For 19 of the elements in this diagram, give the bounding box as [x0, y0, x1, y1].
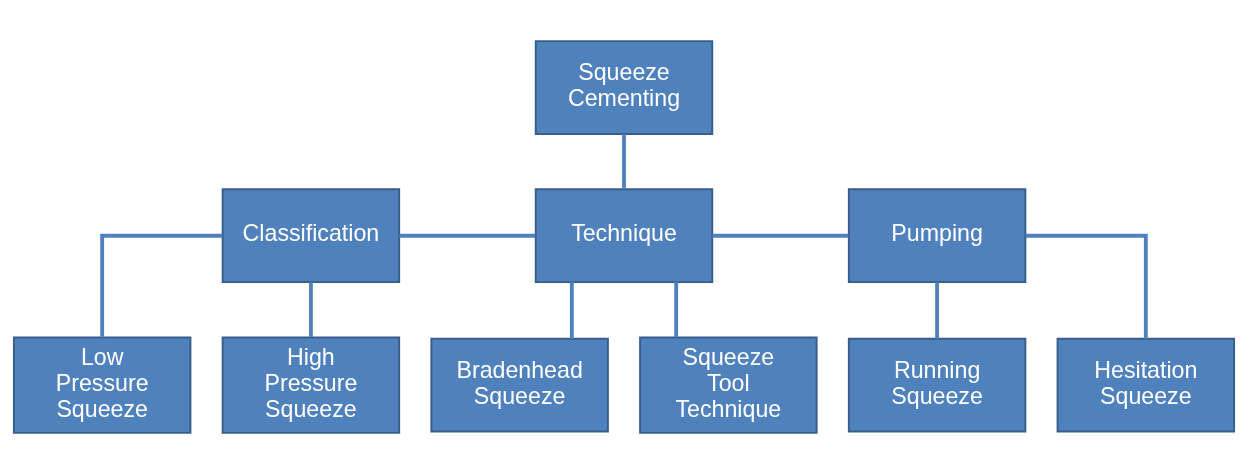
- node-box: Bradenhead Squeeze: [430, 337, 609, 433]
- node-box: High Pressure Squeeze: [221, 336, 401, 434]
- node-box: Squeeze Tool Technique: [639, 336, 818, 434]
- connector: [935, 282, 940, 339]
- node-box: Running Squeeze: [847, 337, 1027, 433]
- connector: [100, 233, 223, 338]
- connector: [712, 233, 849, 238]
- node-box: Low Pressure Squeeze: [12, 336, 192, 434]
- node-box: Hesitation Squeeze: [1056, 337, 1236, 433]
- connector: [569, 282, 574, 339]
- node-box: Technique: [534, 188, 714, 284]
- node-box: Pumping: [847, 188, 1027, 284]
- connector: [399, 233, 536, 238]
- connector: [308, 282, 313, 338]
- connector: [674, 282, 679, 338]
- connector: [1025, 233, 1148, 339]
- node-box: Classification: [221, 188, 401, 284]
- node-box: Squeeze Cementing: [534, 40, 714, 135]
- connector: [622, 134, 626, 189]
